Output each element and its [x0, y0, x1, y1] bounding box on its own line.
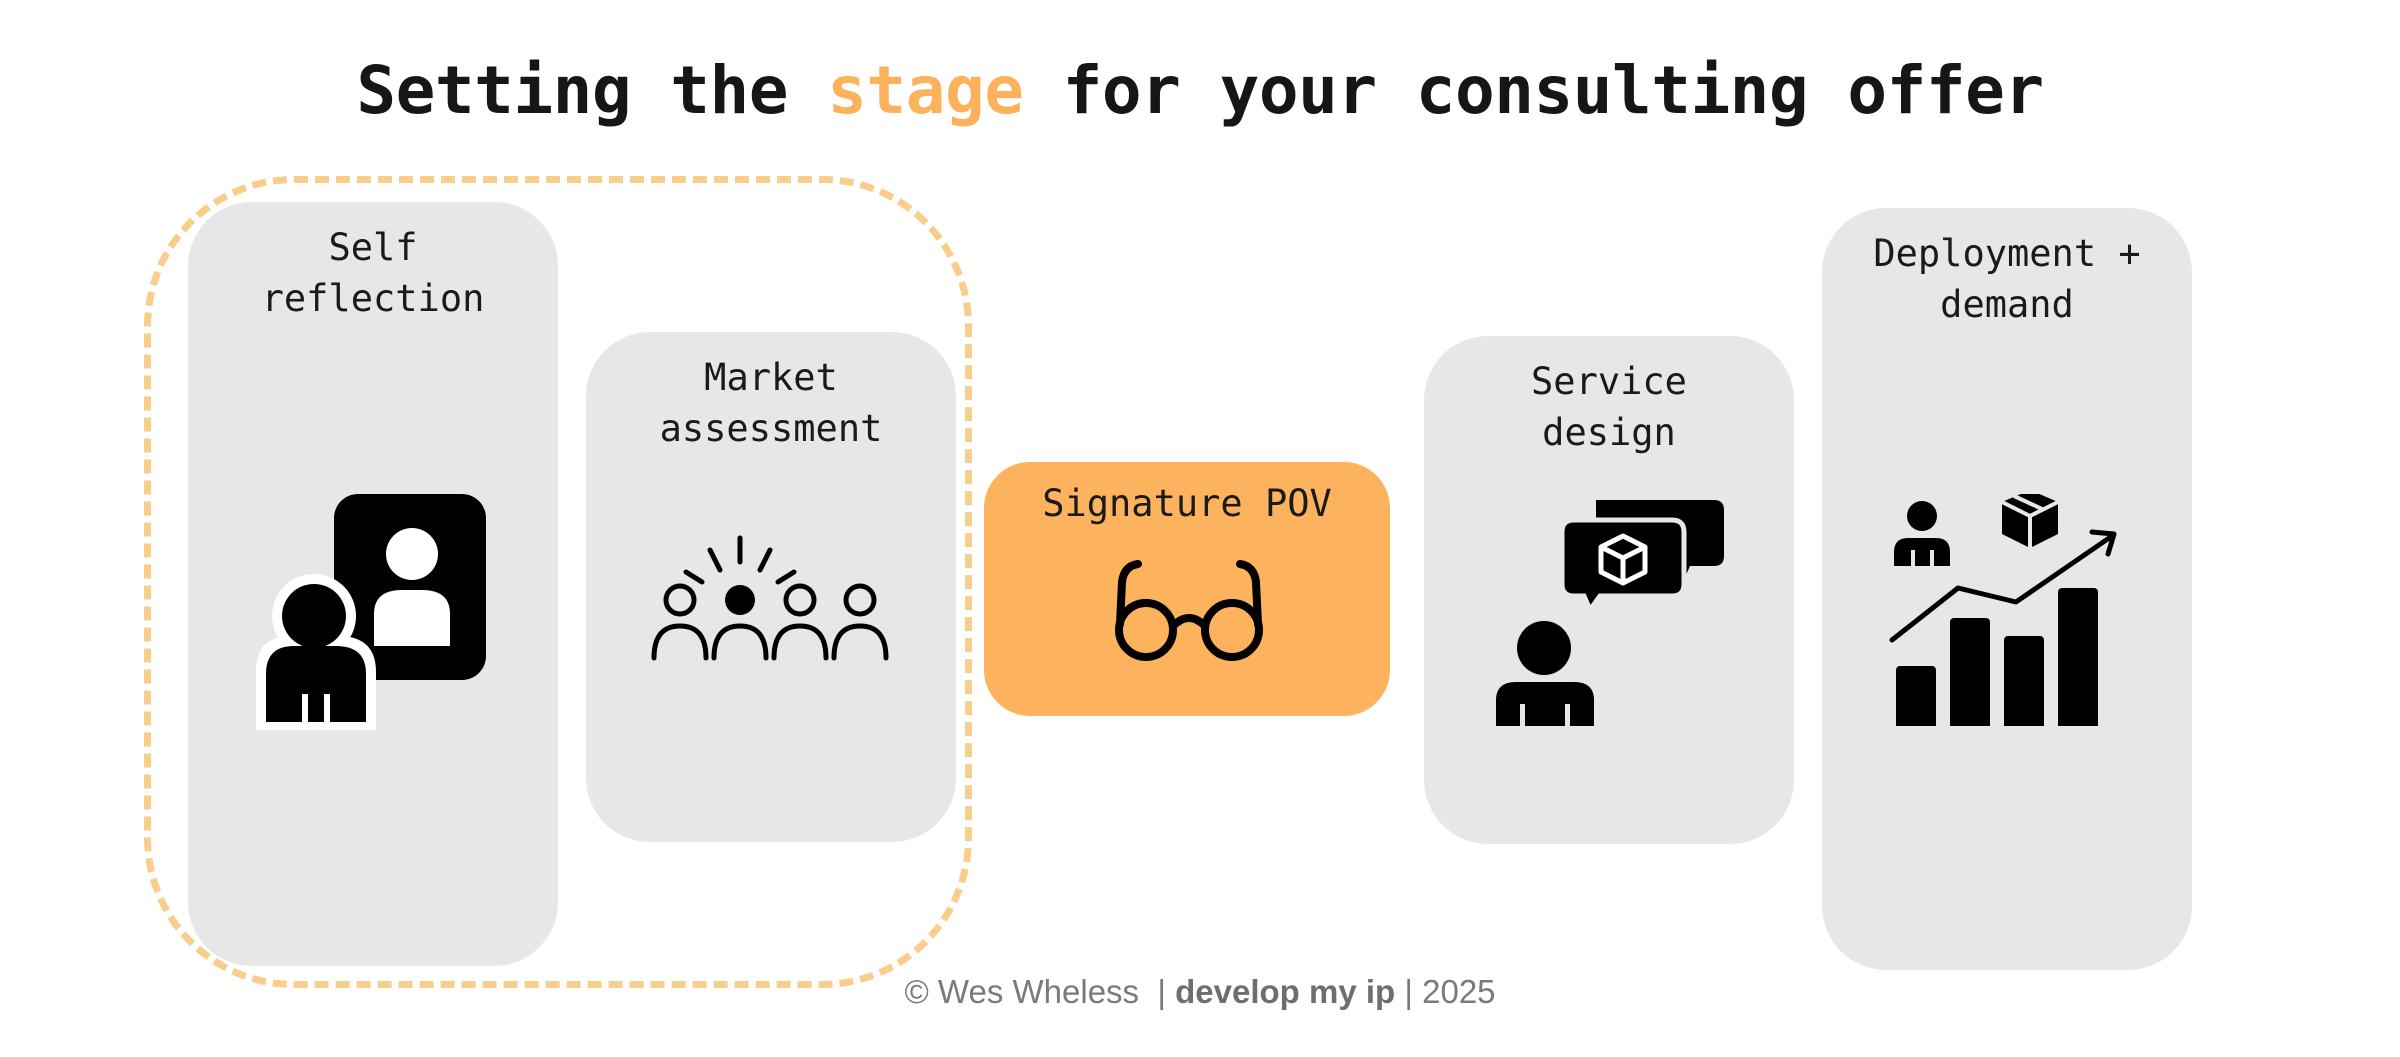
stage-label: Self reflection [261, 226, 485, 320]
stage-label: Market assessment [659, 356, 883, 450]
footer-year: 2025 [1422, 973, 1496, 1010]
stage-card-deployment-demand: Deployment + demand [1822, 208, 2192, 970]
footer-brand: develop my ip [1175, 973, 1396, 1010]
stage-label: Signature POV [1042, 482, 1332, 525]
stage-card-market-assessment: Market assessment [586, 332, 956, 842]
footer-copyright: © Wes Wheless [904, 973, 1140, 1010]
stage-label: Deployment + demand [1873, 232, 2141, 326]
growth-chart-person-box-icon [1889, 494, 2117, 726]
stage-card-self-reflection: Self reflection [188, 202, 558, 966]
stage-card-signature-pov: Signature POV [984, 462, 1390, 716]
glasses-icon [1115, 560, 1263, 661]
footer-separator: | [1139, 973, 1176, 1010]
audience-spotlight-icon [651, 535, 889, 661]
person-speech-box-icon [1496, 500, 1724, 726]
foundation-group-outline [144, 176, 972, 988]
page-title: Setting the stage for your consulting of… [0, 52, 2400, 129]
stage-card-service-design: Service design [1424, 336, 1794, 844]
profile-card-person-icon [256, 494, 486, 730]
title-start: Setting the [356, 52, 828, 129]
title-accent-word: stage [827, 52, 1024, 129]
stage-label: Service design [1531, 360, 1687, 454]
title-end: for your consulting offer [1023, 52, 2044, 129]
footer-credit: © Wes Wheless | develop my ip | 2025 [0, 973, 2400, 1011]
footer-separator: | [1395, 973, 1423, 1010]
